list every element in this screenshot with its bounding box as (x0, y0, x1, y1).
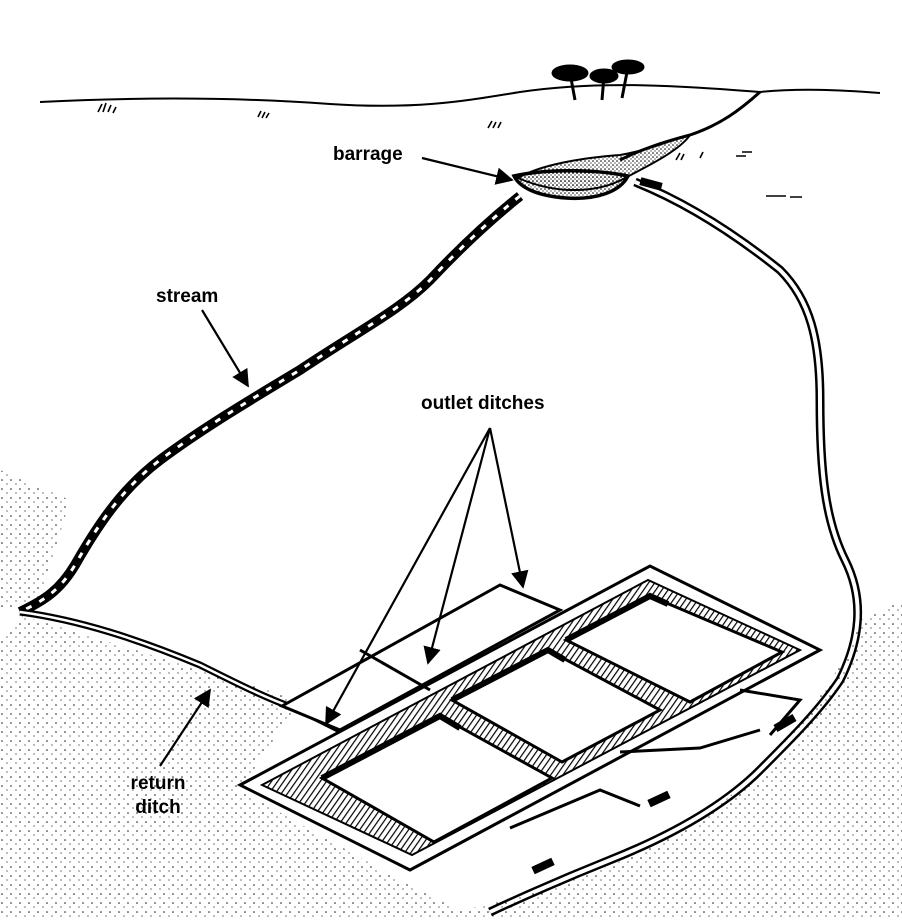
main-ponds (318, 594, 786, 844)
sluice-gate-icon (531, 177, 797, 875)
leader-arrows (159, 156, 529, 767)
grass-tuft-icon (97, 102, 802, 198)
feed-canal-inner (489, 180, 860, 914)
pond-upper-1 (278, 583, 564, 732)
drain-channels (509, 688, 803, 830)
tree-cluster-icon (551, 59, 645, 101)
return-ditch-label-line2: ditch (135, 797, 181, 818)
outlet-ditches-label: outlet ditches (421, 393, 545, 414)
barrage-dam (511, 168, 631, 201)
return-ditch-inner (19, 610, 341, 732)
return-ditch-label-line1: return (130, 773, 186, 794)
horizon-line (39, 84, 881, 107)
pond-divider (359, 648, 431, 692)
barrage-label: barrage (333, 144, 403, 165)
stream-channel-inner (19, 194, 521, 614)
pond-cell-borders (320, 592, 670, 781)
return-ditch-label: return ditch (118, 772, 198, 820)
stream-label: stream (156, 286, 219, 307)
ground-stipple-left (0, 470, 70, 610)
